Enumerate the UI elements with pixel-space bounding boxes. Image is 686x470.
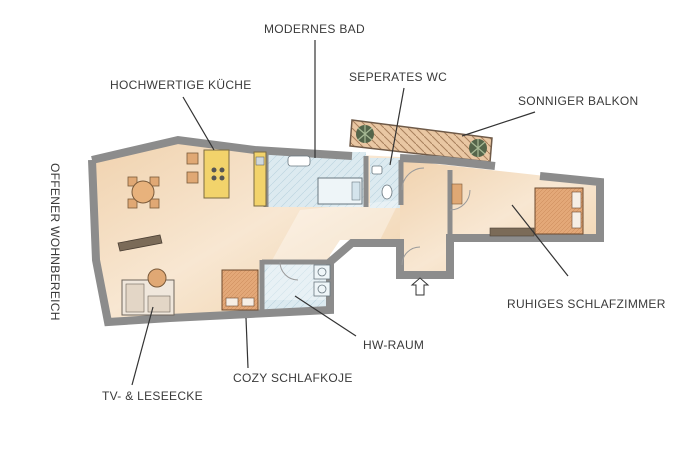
bedroom-sideboard (489, 227, 535, 237)
sofa (121, 268, 175, 316)
double-bed (534, 187, 584, 235)
kitchen-counter (253, 151, 267, 207)
label-modernes-bad: MODERNES BAD (264, 22, 365, 36)
exterior-walls (88, 135, 604, 327)
sunlight-beam (250, 200, 400, 300)
kitchen-island (186, 149, 230, 199)
label-seperates-wc: SEPERATES WC (349, 70, 448, 84)
bathroom-fixtures (287, 155, 363, 205)
tv-sideboard (117, 234, 163, 252)
cozy-nook-bed (221, 269, 259, 311)
label-hw-raum: HW-RAUM (363, 338, 425, 352)
hw-room-appliances (313, 264, 331, 297)
label-hochwertige-kueche: HOCHWERTIGE KÜCHE (110, 78, 252, 92)
label-cozy-schlafkoje: COZY SCHLAFKOJE (233, 371, 353, 385)
balcony-plant-right (469, 139, 487, 157)
label-ruhiges-schlafzimmer: RUHIGES SCHLAFZIMMER (507, 297, 666, 311)
doors (279, 167, 471, 281)
bedroom-desk (451, 183, 463, 205)
wc-fixtures (371, 165, 393, 200)
leader-lines (131, 40, 569, 386)
balcony-plant-left (356, 125, 374, 143)
label-sonniger-balkon: SONNIGER BALKON (518, 94, 639, 108)
dining-table (127, 176, 160, 209)
label-tv-leseecke: TV- & LESEECKE (102, 389, 203, 403)
entrance-arrow (410, 277, 430, 296)
label-offener-wohnbereich: OFFENER WOHNBEREICH (48, 163, 62, 321)
